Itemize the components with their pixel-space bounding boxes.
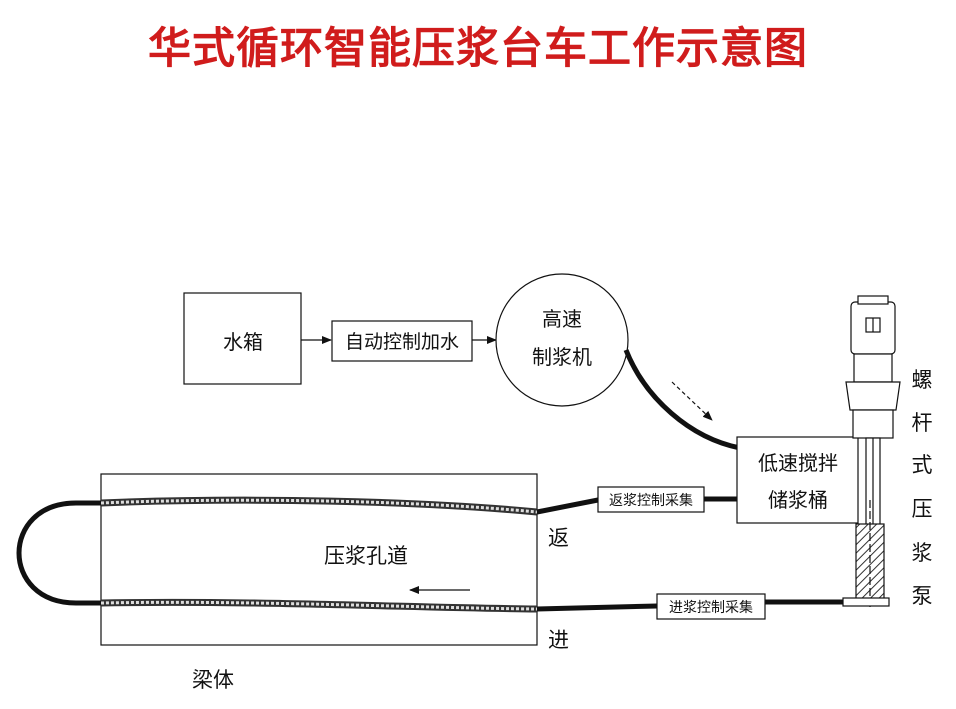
inlet-hose [536, 603, 658, 612]
pump-label-char: 螺 [912, 368, 933, 392]
pump-label-char: 浆 [912, 541, 933, 565]
duct-label: 压浆孔道 [324, 544, 408, 568]
beam-body: 压浆孔道 [100, 473, 538, 646]
high-speed-mixer: 高速 制浆机 [495, 273, 629, 407]
inlet-label: 进 [548, 628, 569, 652]
water-tank: 水箱 [183, 292, 302, 385]
flow-arrow-3 [671, 381, 713, 421]
storage-label-line1: 低速搅拌 [758, 451, 838, 475]
auto-water-control: 自动控制加水 [331, 320, 473, 362]
screw-pump [842, 295, 901, 610]
pump-label-char: 压 [912, 497, 933, 521]
inlet-control-box: 进浆控制采集 [656, 593, 766, 620]
storage-label-line2: 储浆桶 [768, 488, 828, 512]
pump-label-char: 杆 [912, 411, 933, 435]
loop-hose [16, 500, 101, 606]
pump-label: 螺 杆 式 压 浆 泵 [912, 368, 933, 608]
pump-label-char: 泵 [912, 584, 933, 608]
water-tank-label: 水箱 [223, 330, 263, 354]
diagram-title: 华式循环智能压浆台车工作示意图 [148, 24, 808, 74]
storage-tank: 低速搅拌 储浆桶 [736, 436, 859, 524]
return-control-box: 返浆控制采集 [597, 486, 705, 513]
return-hose [536, 497, 599, 515]
inlet-control-label: 进浆控制采集 [669, 599, 753, 616]
mixer-label-line2: 制浆机 [532, 345, 592, 369]
pump-label-char: 式 [912, 453, 933, 477]
return-control-label: 返浆控制采集 [609, 492, 693, 509]
mixer-to-storage-pipe [623, 349, 741, 451]
auto-water-label: 自动控制加水 [345, 331, 459, 353]
beam-label: 梁体 [192, 668, 234, 692]
return-label: 返 [548, 526, 569, 550]
mixer-label-line1: 高速 [542, 307, 582, 331]
